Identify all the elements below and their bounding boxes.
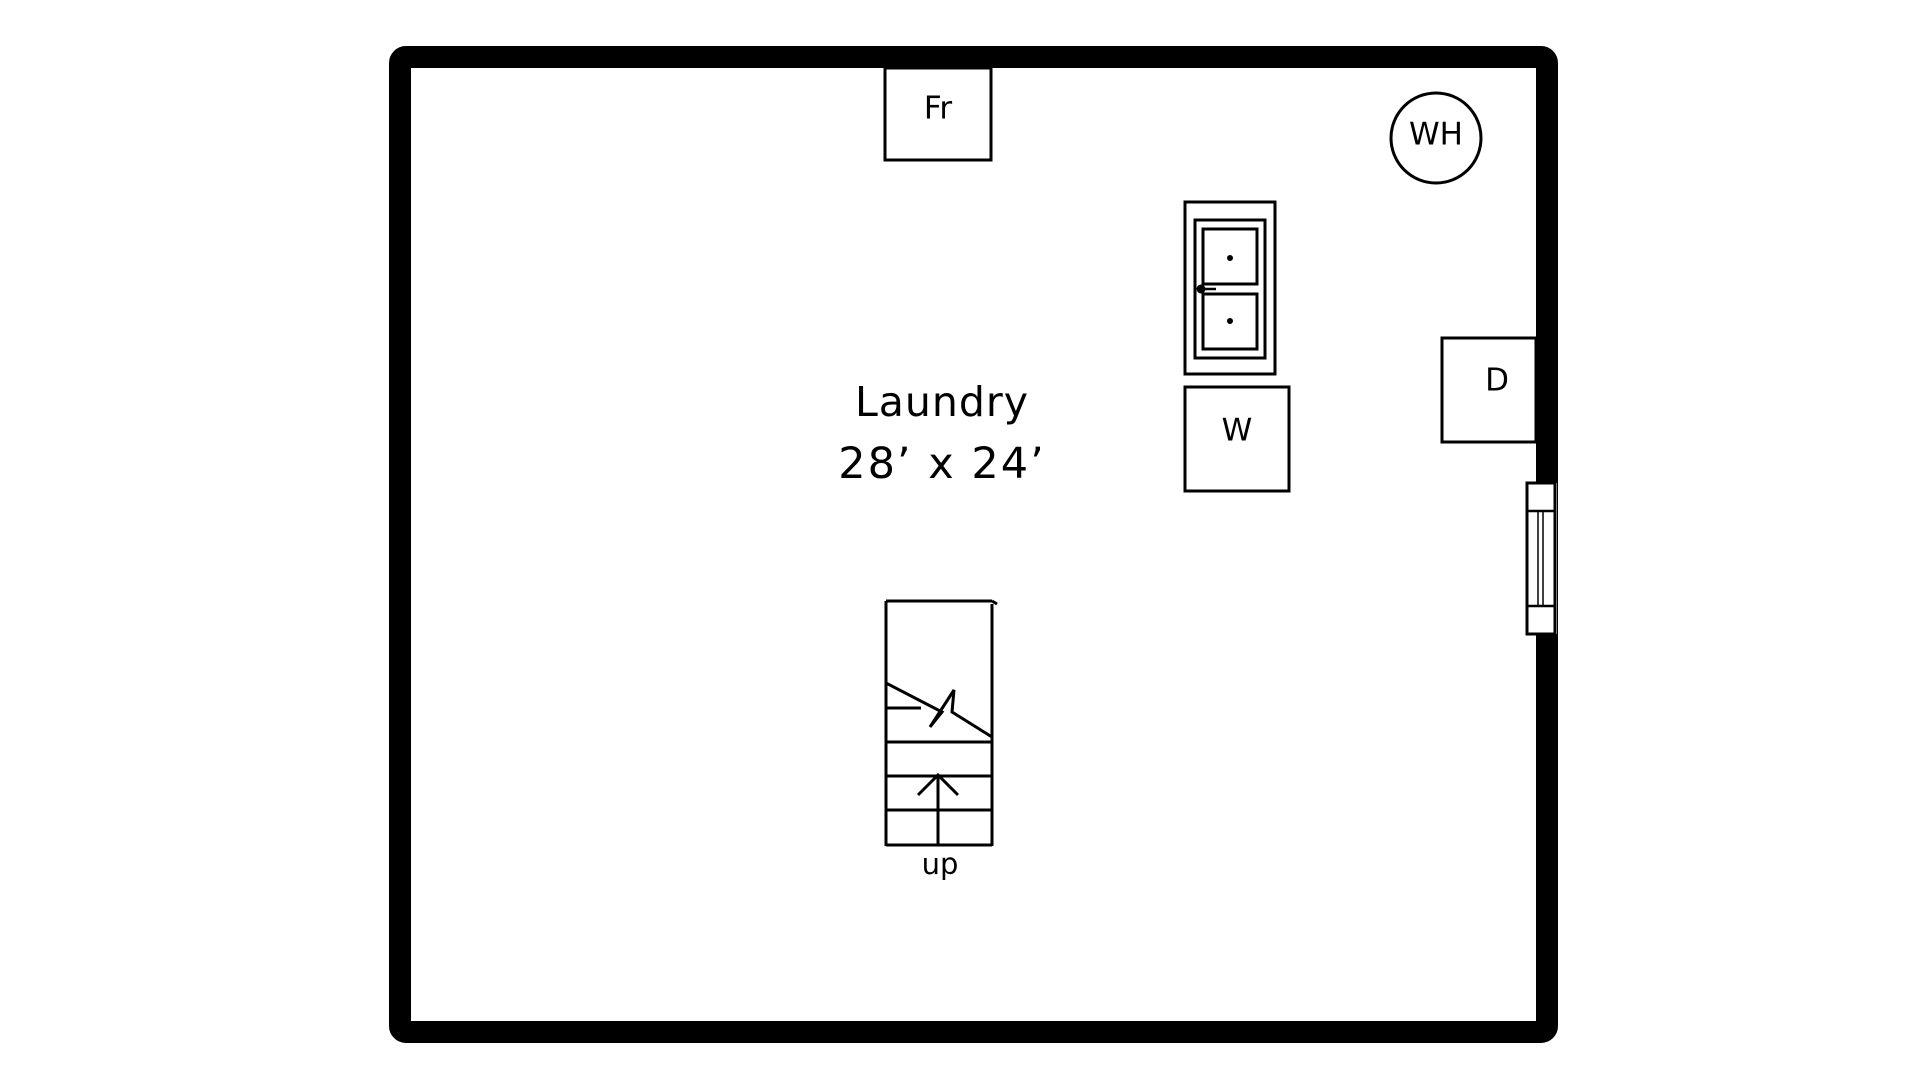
water-heater: WH — [1389, 91, 1483, 185]
break-line — [885, 681, 993, 739]
water-heater-label: WH — [1409, 117, 1463, 153]
staircase — [884, 599, 998, 847]
dryer: D — [1440, 336, 1538, 444]
drain-icon — [1227, 255, 1233, 261]
window — [1525, 481, 1557, 636]
room-label: Laundry 28’ x 24’ — [838, 378, 1046, 489]
freezer: Fr — [883, 66, 993, 162]
exterior-walls — [389, 46, 1558, 1043]
drain-icon — [1227, 318, 1233, 324]
stairs-label: up — [922, 847, 959, 881]
room-name: Laundry — [855, 378, 1029, 426]
washer: W — [1183, 385, 1291, 493]
washer-label: W — [1222, 413, 1253, 449]
freezer-label: Fr — [924, 91, 953, 127]
room-dimensions: 28’ x 24’ — [838, 439, 1046, 489]
dryer-label: D — [1485, 363, 1509, 399]
laundry-sink — [1183, 200, 1277, 376]
outer-wall — [389, 46, 1558, 1043]
